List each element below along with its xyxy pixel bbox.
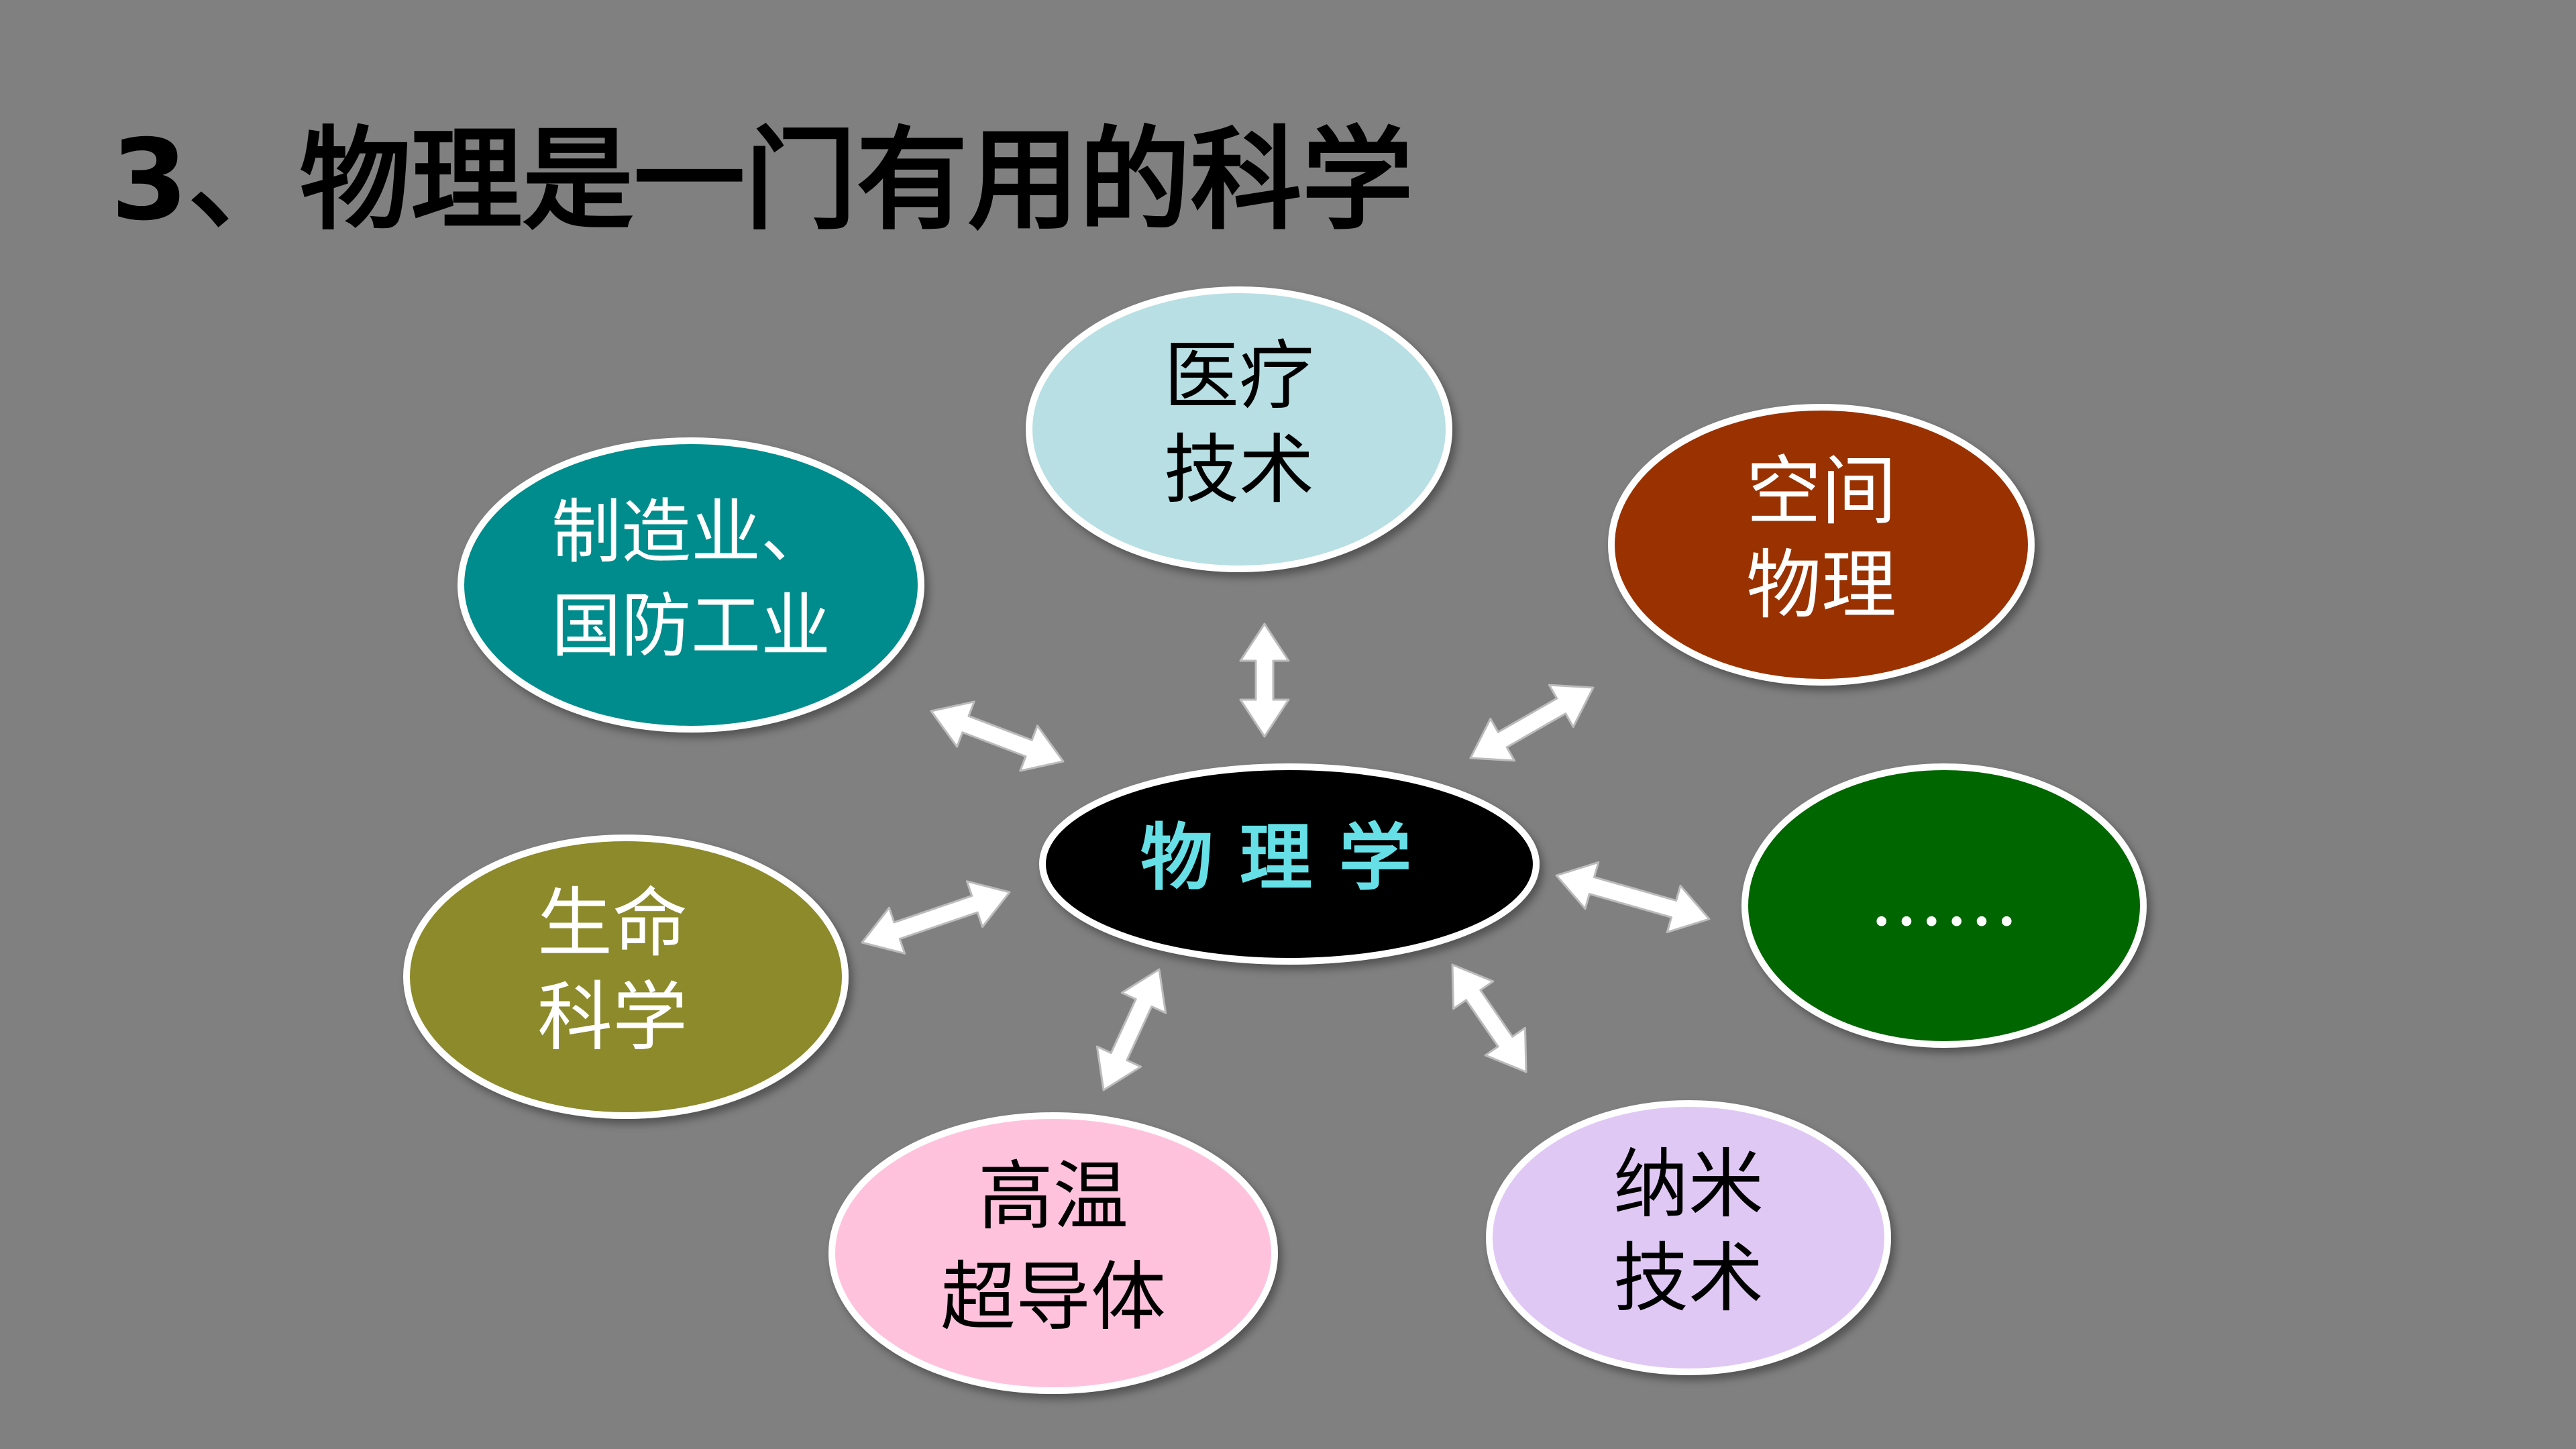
arrow-medical-icon <box>1239 623 1290 738</box>
node-superconductor-label-1: 高温 <box>978 1153 1128 1240</box>
node-manufacturing: 制造业、国防工业 <box>458 437 924 733</box>
node-life-science-label-1: 生命 <box>537 880 688 967</box>
node-medical-label-1: 医疗 <box>1164 333 1314 420</box>
node-manufacturing-ellipse <box>458 437 924 733</box>
arrow-superconductor-icon <box>1095 968 1167 1091</box>
arrow-nano-icon <box>1451 963 1527 1073</box>
slide-title: 3、物理是一门有用的科学 <box>111 116 1413 246</box>
node-nano-ellipse <box>1486 1100 1891 1375</box>
node-nano-label-1: 纳米 <box>1613 1141 1764 1228</box>
node-life-science-label-2: 科学 <box>537 974 688 1061</box>
node-manufacturing-label-2: 国防工业 <box>551 585 830 667</box>
node-space-ellipse <box>1608 404 2035 686</box>
node-life-science-ellipse <box>403 835 849 1119</box>
arrow-more-icon <box>1555 861 1711 934</box>
nodes-layer: 医疗技术空间物理……纳米技术高温超导体生命科学制造业、国防工业 <box>403 286 2147 1394</box>
node-medical-ellipse <box>1026 286 1452 572</box>
node-superconductor-ellipse <box>828 1112 1278 1394</box>
node-space-label-1: 空间 <box>1746 448 1896 535</box>
node-more-ellipse <box>1741 763 2147 1048</box>
arrow-life-science-icon <box>861 880 1011 955</box>
arrows-layer <box>861 623 1711 1091</box>
node-more-label-1: …… <box>1869 856 2019 943</box>
node-nano-label-2: 技术 <box>1613 1235 1764 1322</box>
hub-ellipse <box>1039 763 1540 965</box>
hub-layer: 物理学 <box>1039 763 1540 965</box>
arrow-space-icon <box>1469 684 1595 762</box>
node-medical-label-2: 技术 <box>1164 427 1314 514</box>
node-more: …… <box>1741 763 2147 1048</box>
node-space-label-2: 物理 <box>1746 542 1896 629</box>
node-manufacturing-label-1: 制造业、 <box>551 491 830 573</box>
arrow-manufacturing-icon <box>930 700 1065 772</box>
node-superconductor-label-2: 超导体 <box>941 1254 1166 1341</box>
hub-label: 物理学 <box>1140 816 1438 900</box>
